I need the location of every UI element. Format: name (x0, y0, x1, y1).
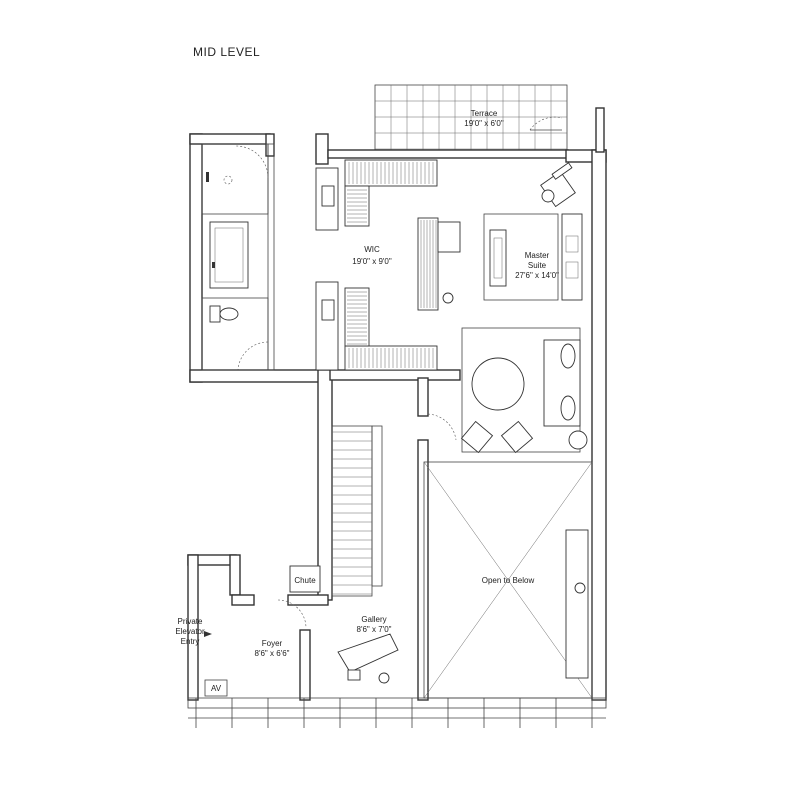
master-label-2: Suite (528, 261, 547, 270)
exterior-walls (187, 107, 607, 728)
gallery-dims: 8'6" x 7'0" (357, 625, 392, 634)
foyer-label: Foyer (262, 639, 283, 648)
gallery-label: Gallery (361, 615, 386, 624)
terrace (374, 84, 568, 156)
gallery-foyer (204, 565, 399, 697)
foyer-dims: 8'6" x 6'6" (255, 649, 290, 658)
av-label: AV (211, 684, 222, 693)
wic-area (201, 143, 461, 371)
entry-label-3: Entry (181, 637, 200, 646)
entry-arrow-icon (204, 631, 212, 637)
level-title: MID LEVEL (193, 45, 260, 59)
terrace-dims: 19'0" x 6'0" (464, 119, 504, 128)
open-to-below (423, 461, 593, 699)
stair (331, 425, 383, 597)
open-below-label: Open to Below (482, 576, 535, 585)
entry-label-1: Private (178, 617, 203, 626)
wic-label: WIC (364, 245, 380, 254)
wic-dims: 19'0" x 9'0" (352, 257, 392, 266)
master-label-1: Master (525, 251, 550, 260)
master-dims: 27'6" x 14'0" (515, 271, 559, 280)
chute-label: Chute (294, 576, 316, 585)
terrace-label: Terrace (471, 109, 498, 118)
entry-label-2: Elevator (175, 627, 205, 636)
master-suite (427, 162, 588, 454)
